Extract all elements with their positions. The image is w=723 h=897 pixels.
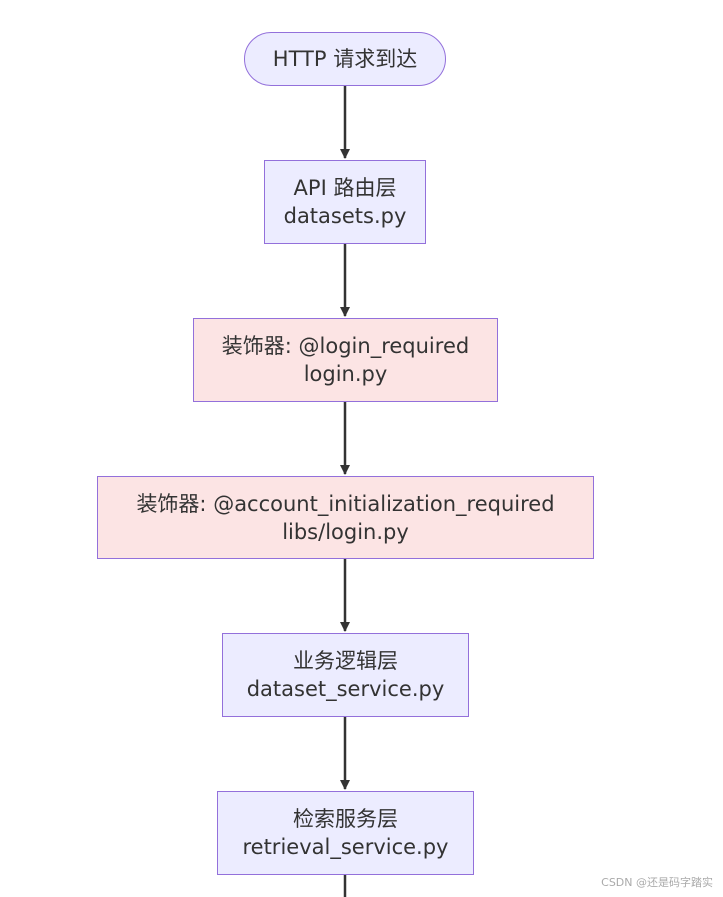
node-retrieval-layer-file: retrieval_service.py	[242, 835, 449, 859]
node-business-layer: 业务逻辑层 dataset_service.py	[222, 633, 469, 717]
node-http-request-label: HTTP 请求到达	[272, 47, 418, 71]
node-account-decorator-title: 装饰器: @account_initialization_required	[136, 491, 555, 516]
node-api-router-file: datasets.py	[283, 204, 407, 228]
node-login-decorator: 装饰器: @login_required login.py	[193, 318, 498, 402]
node-retrieval-layer: 检索服务层 retrieval_service.py	[217, 791, 474, 875]
node-api-router-title: API 路由层	[293, 176, 397, 200]
node-account-decorator: 装饰器: @account_initialization_required li…	[97, 476, 594, 559]
node-login-decorator-file: login.py	[303, 362, 388, 386]
node-login-decorator-title: 装饰器: @login_required	[221, 334, 470, 358]
node-business-layer-title: 业务逻辑层	[293, 649, 398, 673]
node-business-layer-file: dataset_service.py	[246, 677, 445, 701]
node-retrieval-layer-title: 检索服务层	[293, 807, 398, 831]
node-http-request: HTTP 请求到达	[244, 32, 446, 86]
node-account-decorator-file: libs/login.py	[282, 519, 409, 544]
watermark: CSDN @还是码字踏实	[601, 876, 713, 889]
node-api-router: API 路由层 datasets.py	[264, 160, 426, 244]
